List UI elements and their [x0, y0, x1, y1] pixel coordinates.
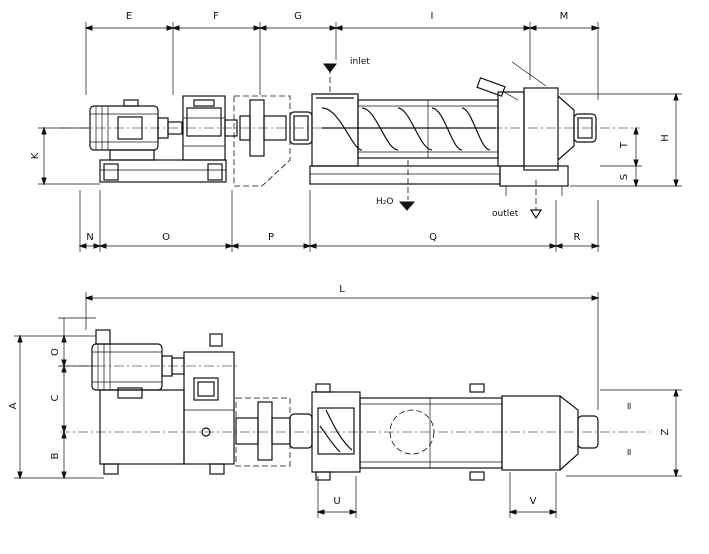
dim-label-g: G: [294, 11, 302, 22]
plan-view: L: [8, 284, 682, 518]
dim-label-a: A: [8, 402, 19, 409]
dim-label-o-plan: O: [50, 348, 61, 356]
dim-label-e: E: [126, 11, 132, 22]
motor-elevation: [89, 99, 183, 161]
dim-label-l: L: [339, 284, 345, 295]
dim-label-c: C: [50, 394, 61, 401]
dim-label-i: I: [431, 11, 434, 22]
dim-label-q: Q: [429, 232, 437, 243]
dim-label-u: U: [333, 496, 340, 507]
outlet-label: outlet: [492, 209, 519, 219]
dim-label-h: H: [660, 134, 671, 142]
dim-label-v: V: [530, 496, 537, 507]
dim-label-r: R: [574, 232, 581, 243]
elevation-view: E F G I M: [30, 11, 682, 252]
inlet-arrow-icon: [323, 63, 337, 73]
dim-label-m: M: [560, 11, 569, 22]
screw-press-elevation: [289, 61, 597, 196]
gearbox-elevation: [182, 95, 238, 161]
dim-label-k: K: [30, 152, 41, 159]
dim-label-t: T: [619, 141, 630, 149]
dim-label-p: P: [268, 232, 274, 243]
water-drain-arrow-icon: [398, 201, 416, 211]
inlet-label: inlet: [350, 57, 370, 67]
dim-label-b: B: [50, 452, 61, 459]
dim-label-s: S: [619, 174, 630, 180]
equal-mark-bottom: =: [624, 448, 635, 456]
dim-label-n: N: [86, 232, 93, 243]
equal-mark-top: =: [624, 402, 635, 410]
outlet-arrow-icon: [529, 209, 543, 220]
dim-label-f: F: [213, 11, 219, 22]
screw-press-plan: [289, 383, 599, 481]
dim-label-z: Z: [660, 428, 671, 435]
coupling-guard: [233, 95, 291, 187]
dim-label-o: O: [162, 232, 170, 243]
base-frame: [99, 159, 227, 183]
water-label: H₂O: [376, 197, 393, 207]
gearbox-plan: [183, 351, 235, 465]
